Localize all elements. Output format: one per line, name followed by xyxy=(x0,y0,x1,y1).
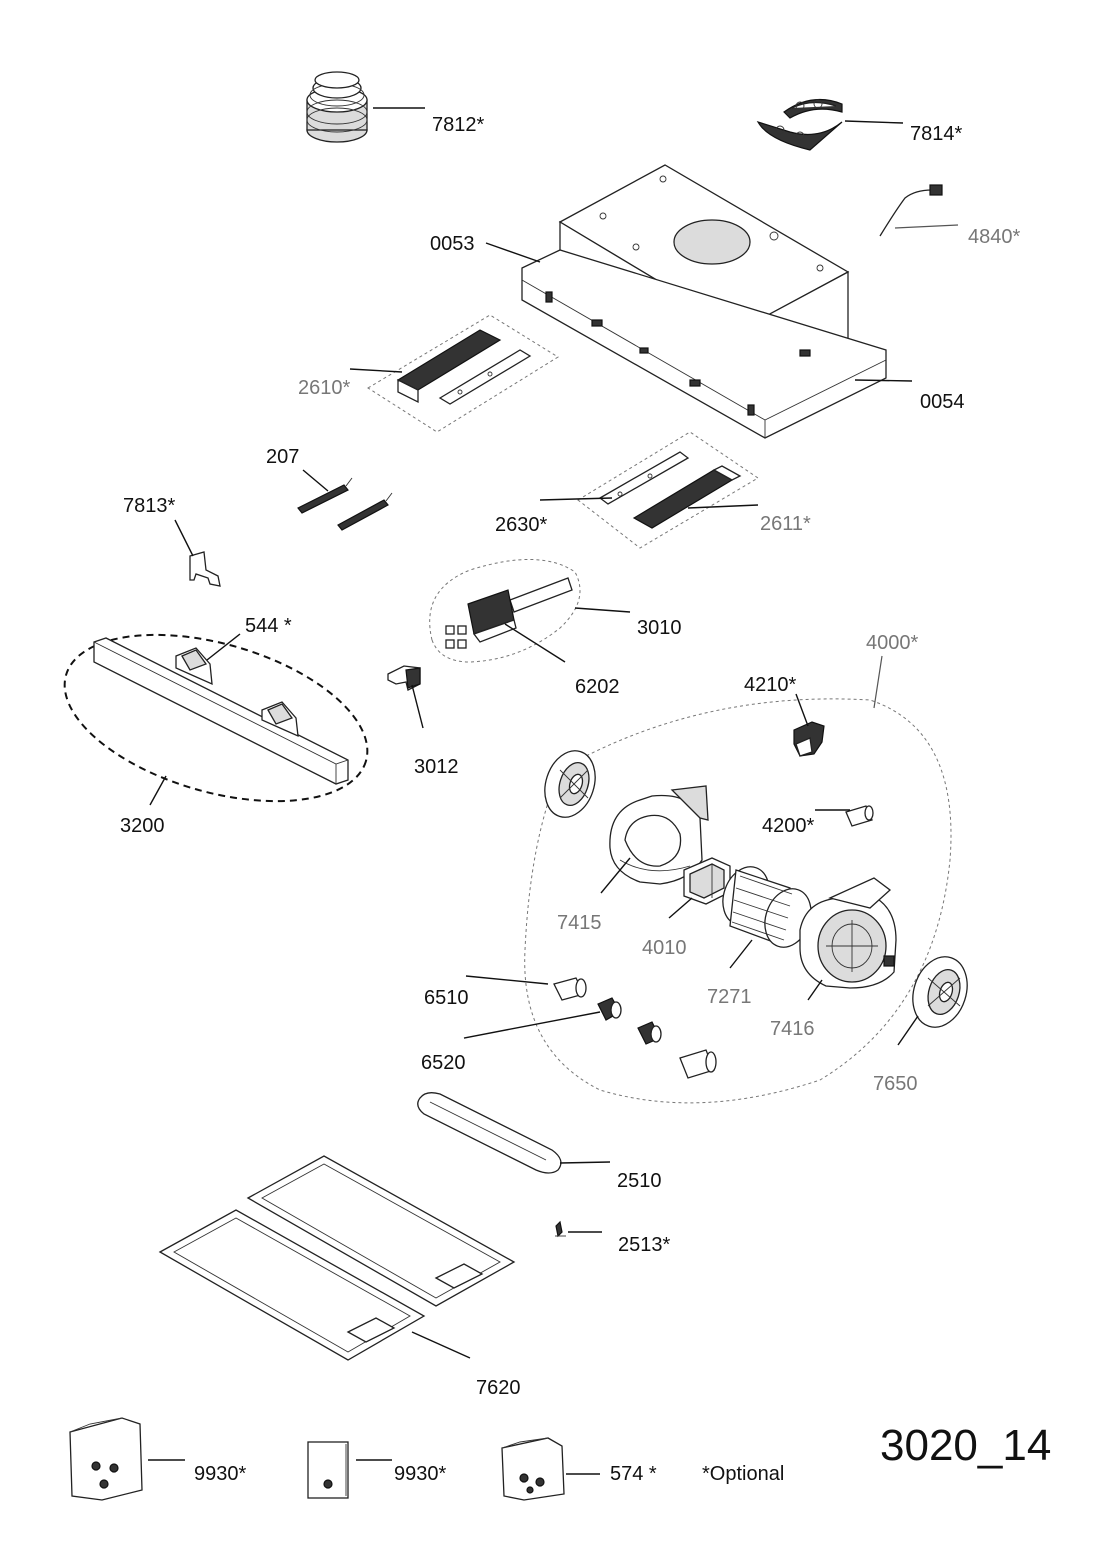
label-4000: 4000* xyxy=(866,632,918,654)
label-4010: 4010 xyxy=(642,937,687,959)
label-207: 207 xyxy=(266,446,299,468)
part-2610-rail-left xyxy=(367,314,559,433)
label-6202: 6202 xyxy=(575,676,620,698)
label-9930-manual: 9930* xyxy=(394,1463,446,1485)
label-3200: 3200 xyxy=(120,815,165,837)
part-7650-filter-wheel-right xyxy=(912,956,968,1028)
label-7812: 7812* xyxy=(432,114,484,136)
part-7620-grease-filters xyxy=(158,1155,516,1361)
label-9930-bag: 9930* xyxy=(194,1463,246,1485)
part-7812-duct-connector xyxy=(306,71,368,143)
label-2630: 2630* xyxy=(495,514,547,536)
part-4010-motor xyxy=(683,857,731,905)
part-574-screw-bag xyxy=(501,1437,565,1501)
label-3012: 3012 xyxy=(414,756,459,778)
label-6510: 6510 xyxy=(424,987,469,1009)
part-7416-fan-housing-right xyxy=(799,877,897,989)
label-574: 574 * xyxy=(610,1463,657,1485)
label-0054: 0054 xyxy=(920,391,965,413)
part-6520-bushing xyxy=(597,997,662,1045)
label-4210: 4210* xyxy=(744,674,796,696)
label-7271: 7271 xyxy=(707,986,752,1008)
optional-legend: *Optional xyxy=(702,1463,784,1485)
part-207-brackets xyxy=(297,477,393,531)
part-4840-cable xyxy=(879,184,943,237)
part-4200-capacitor xyxy=(845,805,874,827)
part-3010-switch-assembly xyxy=(429,559,581,663)
part-9930-manual xyxy=(307,1441,349,1499)
label-7813: 7813* xyxy=(123,495,175,517)
label-2510: 2510 xyxy=(617,1170,662,1192)
label-7620: 7620 xyxy=(476,1377,521,1399)
drawing-number: 3020_14 xyxy=(880,1421,1051,1470)
part-3200-front-panel-assembly xyxy=(63,633,369,803)
part-7271-impeller xyxy=(722,866,812,948)
label-4840: 4840* xyxy=(968,226,1020,248)
part-7814-backdraft-flaps xyxy=(756,98,843,151)
label-7415: 7415 xyxy=(557,912,602,934)
part-2611-rail-right xyxy=(577,431,759,549)
label-4200: 4200* xyxy=(762,815,814,837)
label-0053: 0053 xyxy=(430,233,475,255)
part-0053-hood-housing xyxy=(521,164,887,439)
label-6520: 6520 xyxy=(421,1052,466,1074)
label-2513: 2513* xyxy=(618,1234,670,1256)
part-2513-screw xyxy=(555,1220,566,1238)
part-4210-capacitor-holder xyxy=(793,721,825,757)
label-2611: 2611* xyxy=(760,513,811,535)
part-7415-fan-housing-left xyxy=(609,785,709,885)
part-7813-bracket xyxy=(189,551,221,587)
part-7650-filter-wheel-left xyxy=(544,750,596,818)
part-2510-gasket xyxy=(417,1092,562,1174)
label-7814: 7814* xyxy=(910,123,962,145)
label-2610: 2610* xyxy=(298,377,350,399)
label-3010: 3010 xyxy=(637,617,682,639)
part-9930-accessory-bag xyxy=(69,1417,143,1501)
part-4000-motor-group xyxy=(524,698,952,1104)
part-6510-spacer xyxy=(553,977,717,1079)
label-7650: 7650 xyxy=(873,1073,918,1095)
label-7416: 7416 xyxy=(770,1018,815,1040)
part-3012-bracket xyxy=(387,665,421,691)
label-544: 544 * xyxy=(245,615,292,637)
